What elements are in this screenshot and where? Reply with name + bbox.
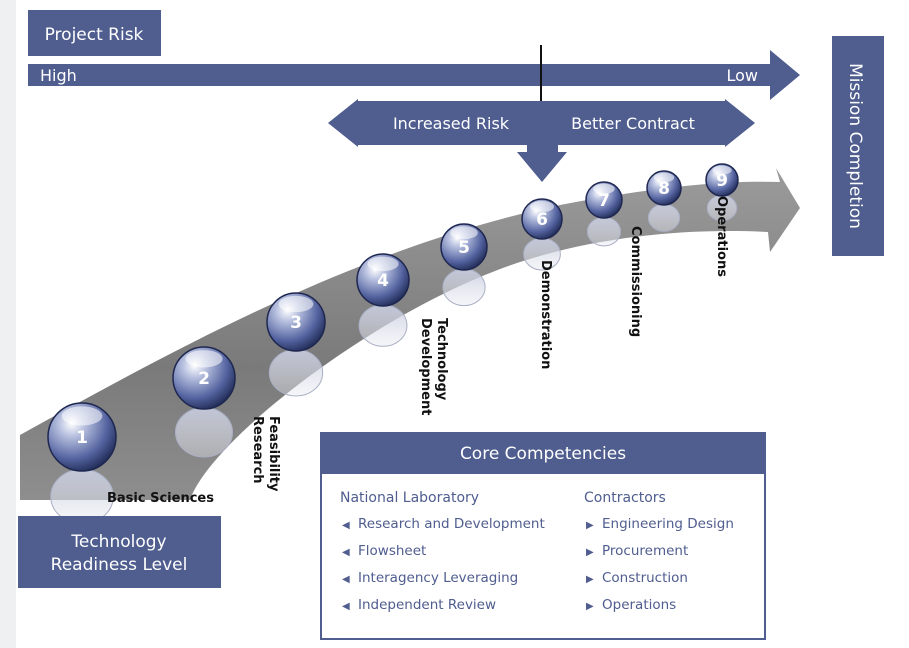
triangle-right-icon: ▶ [586,601,594,612]
increased-risk-label: Increased Risk [393,114,510,133]
contractors-list: ▶ Engineering Design ▶ Procurement ▶ Construc… [584,516,734,624]
contractor-item: ▶ Procurement [584,543,734,570]
triangle-left-icon: ◀ [342,574,350,585]
down-arrow [517,144,567,182]
trl-ball-number: 5 [458,238,470,258]
national-laboratory-column: National Laboratory ◀ Research and Develo… [340,490,545,624]
trl-ball-number: 7 [598,191,610,211]
stage-basic-sciences: Basic Sciences [107,491,214,506]
lab-item-label: Interagency Leveraging [358,570,519,586]
ball-highlight [185,350,223,368]
left-margin [0,0,16,648]
stage-commissioning: Commissioning [628,226,643,337]
ball-highlight [61,406,103,426]
ball-highlight [367,256,399,272]
contractor-item: ▶ Construction [584,570,734,597]
ball-highlight [593,183,615,194]
stage-feasibility-line1: Feasibility [266,416,281,492]
trl-ball-number: 3 [290,313,302,333]
risk-low-label: Low [726,66,758,85]
contractor-item: ▶ Operations [584,597,734,624]
lab-item-label: Flowsheet [358,543,427,559]
contractor-item-label: Operations [602,597,677,613]
contractor-item-label: Engineering Design [602,516,734,532]
contractor-item-label: Construction [602,570,688,586]
trl-box-line2: Readiness Level [51,555,188,575]
project-risk-box [28,10,161,56]
core-competencies-title: Core Competencies [322,434,764,474]
lab-item-label: Research and Development [358,516,545,532]
ball-highlight [278,295,314,313]
stage-operations: Operations [714,196,729,277]
triangle-right-icon: ▶ [586,574,594,585]
core-competencies-panel: Core Competencies National Laboratory ◀ R… [320,432,766,640]
trl-ball-number: 2 [198,369,210,389]
triangle-left-icon: ◀ [342,601,350,612]
risk-arrow [28,50,800,100]
risk-split-arrow [328,99,755,147]
ball-highlight [450,226,478,240]
trl-box-line1: Technology [70,532,166,552]
trl-ball-number: 6 [536,210,548,230]
contractors-column: Contractors ▶ Engineering Design ▶ Procurem… [584,490,734,624]
triangle-left-icon: ◀ [342,520,350,531]
contractors-heading: Contractors [584,490,666,506]
trl-ball-number: 8 [658,179,670,199]
project-risk-title: Project Risk [45,25,144,45]
ball-reflection [358,304,408,347]
contractor-item: ▶ Engineering Design [584,516,734,543]
mission-completion-label: Mission Completion [845,63,865,229]
stage-feasibility-line2: Research [250,416,265,484]
trl-ball-number: 9 [716,171,728,191]
lab-item: ◀ Research and Development [340,516,545,543]
better-contract-label: Better Contract [571,114,695,133]
national-laboratory-heading: National Laboratory [340,490,480,506]
ball-highlight [530,201,554,213]
triangle-right-icon: ▶ [586,547,594,558]
mission-completion-box [832,36,884,256]
ball-reflection [647,203,681,232]
contractor-item-label: Procurement [602,543,689,559]
ball-reflection [268,349,324,397]
trl-balls: 1 2 3 4 5 6 7 8 9 [47,163,739,525]
ball-highlight [653,172,675,183]
trl-ball-number: 1 [76,428,88,448]
lab-item: ◀ Interagency Leveraging [340,570,545,597]
triangle-right-icon: ▶ [586,520,594,531]
national-laboratory-list: ◀ Research and Development ◀ Flowsheet ◀ Inte… [340,516,545,624]
trl-box [18,516,221,588]
ball-highlight [712,165,732,175]
triangle-left-icon: ◀ [342,547,350,558]
stage-techdev-line2: Development [418,318,433,415]
ball-reflection [174,406,234,458]
ball-reflection [442,268,486,307]
stage-demonstration: Demonstration [538,260,553,369]
lab-item: ◀ Flowsheet [340,543,545,570]
trl-ball-number: 4 [377,271,389,291]
ball-reflection [50,468,114,525]
risk-high-label: High [40,66,77,85]
stage-techdev-line1: Technology [434,318,449,401]
ball-reflection [586,216,622,247]
lab-item-label: Independent Review [358,597,497,613]
lab-item: ◀ Independent Review [340,597,545,624]
